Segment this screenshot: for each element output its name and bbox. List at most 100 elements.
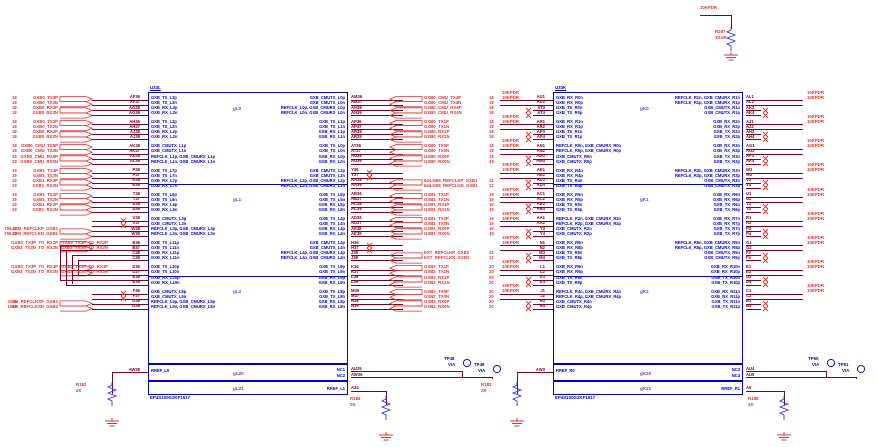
device-body-U33K[interactable] bbox=[553, 92, 743, 364]
net-label-GXB1_TX1N: GXB1_TX1N bbox=[424, 196, 450, 202]
refdes-gK0: gK0 bbox=[640, 106, 649, 111]
pin-label-REFCLK_R0n, GXB_CMURX_R0n: REFCLK_R0n, GXB_CMURX_R0n bbox=[556, 143, 622, 149]
pin-number-AB37: AB37 bbox=[351, 196, 362, 202]
pin-number-AD4: AD4 bbox=[536, 182, 545, 188]
pin-number-AU35: AU35 bbox=[351, 365, 362, 371]
net-wire bbox=[761, 100, 803, 101]
device-body-gL21[interactable] bbox=[148, 381, 348, 395]
device-body-gK20[interactable] bbox=[553, 364, 743, 381]
resistor-ref-R182: R182 bbox=[76, 382, 87, 387]
no-connect-x-icon bbox=[762, 107, 769, 113]
pin-label-GXB_TX_L8p: GXB_TX_L8p bbox=[319, 288, 345, 294]
pin-number-underline bbox=[746, 100, 761, 101]
pin-label-GXB_RX_R6n: GXB_RX_R6n bbox=[713, 191, 740, 197]
pin-number-D4: D4 bbox=[746, 278, 752, 284]
pin-number-underline bbox=[128, 153, 148, 155]
pin-number-underline bbox=[746, 187, 761, 189]
net-wire bbox=[761, 221, 803, 222]
loopback-wire bbox=[72, 255, 73, 270]
device-body-gL20[interactable] bbox=[148, 364, 348, 381]
refdes-gL1: gL1 bbox=[233, 197, 242, 202]
pin-number-AB36: AB36 bbox=[351, 191, 362, 197]
pin-label-GXB_RX_L3n: GXB_RX_L3n bbox=[151, 110, 178, 116]
pin-number-underline bbox=[128, 298, 148, 300]
pin-number-V4: V4 bbox=[746, 182, 752, 188]
ground-symbol-left-1 bbox=[105, 418, 119, 427]
net-label-10KPDR: 10KPDR bbox=[807, 138, 824, 144]
net-label-GXB0_CMU_RX5N: GXB0_CMU_RX5N bbox=[20, 158, 58, 164]
pin-label-GXB_TX_L2p: GXB_TX_L2p bbox=[151, 119, 177, 125]
loopback-wire bbox=[66, 250, 67, 285]
net-wire bbox=[369, 105, 403, 106]
pin-label-GXB_RX_R10p: GXB_RX_R10p bbox=[710, 269, 740, 275]
net-wire bbox=[369, 148, 403, 150]
pin-label-GXB_CMUTX_L4p: GXB_CMUTX_L4p bbox=[309, 240, 345, 246]
net-label-10KPDR: 10KPDR bbox=[807, 210, 824, 216]
pin-number-underline bbox=[746, 177, 761, 179]
net-wire bbox=[517, 372, 533, 373]
pin-label-GXB_RX_R0p: GXB_RX_R0p bbox=[556, 100, 583, 106]
pin-number-underline bbox=[128, 100, 148, 101]
page-ref-19: 19 bbox=[489, 196, 494, 202]
loopback-wire bbox=[78, 260, 79, 275]
device-divider bbox=[148, 275, 348, 277]
pin-number-Y36: Y36 bbox=[351, 167, 359, 172]
page-ref-18: 18 bbox=[12, 119, 17, 125]
pin-number-underline bbox=[128, 293, 148, 295]
pin-label-GXB_RX_R3n: GXB_RX_R3n bbox=[713, 143, 740, 149]
pin-number-underline bbox=[128, 236, 148, 238]
pin-number-B36: B36 bbox=[132, 239, 140, 245]
no-connect-x-icon bbox=[762, 155, 769, 162]
pin-number-underline bbox=[351, 153, 369, 155]
testpoint-symbol-TP49 bbox=[492, 364, 502, 374]
pin-number-underline bbox=[746, 212, 761, 213]
pin-number-AA1: AA1 bbox=[536, 215, 545, 221]
pin-label-REFCLK_L0p, GXB_CMURX_L0p: REFCLK_L0p, GXB_CMURX_L0p bbox=[280, 105, 345, 111]
device-body-U33L[interactable] bbox=[148, 92, 348, 364]
pin-number-AJ39: AJ39 bbox=[129, 133, 140, 139]
page-ref-18: 18 bbox=[489, 95, 494, 100]
pin-label-GXB_TX_R0n: GXB_TX_R0n bbox=[556, 105, 583, 111]
no-connect-x-icon bbox=[762, 136, 769, 143]
pin-number-Y3: Y3 bbox=[539, 225, 545, 231]
pin-number-U1: U1 bbox=[746, 191, 752, 197]
net-label-GXB2_TX1P: GXB2_TX1P bbox=[424, 264, 449, 270]
pin-label-GXB_RX_R9n: GXB_RX_R9n bbox=[556, 264, 583, 270]
pin-number-T4: T4 bbox=[746, 206, 751, 212]
refdes-gK1: gK1 bbox=[640, 197, 649, 202]
testpoint-symbol-TP51 bbox=[856, 364, 866, 374]
refdes-gL2: gL2 bbox=[233, 289, 242, 294]
page-ref-18: 18 bbox=[12, 95, 17, 100]
net-label-GXB2_RX1N: GXB2_RX1N bbox=[424, 279, 450, 285]
page-ref-20: 20 bbox=[489, 274, 494, 280]
net-wire bbox=[369, 129, 403, 131]
net-wire bbox=[761, 274, 803, 276]
page-ref-12: 12 bbox=[12, 226, 17, 232]
page-ref-12: 12 bbox=[12, 303, 17, 309]
net-wire bbox=[369, 100, 403, 101]
pin-number-underline bbox=[746, 124, 761, 126]
pin-number-J1: J1 bbox=[540, 288, 545, 293]
tp-wire bbox=[492, 377, 493, 380]
device-body-gK21[interactable] bbox=[553, 381, 743, 395]
net-label-10KPDR: 10KPDR bbox=[502, 283, 519, 289]
pullup-wire bbox=[731, 15, 732, 29]
net-wire bbox=[92, 177, 128, 179]
page-ref-20: 20 bbox=[489, 293, 494, 299]
pin-number-R38: R38 bbox=[132, 177, 140, 183]
pin-label-GXB_CMUTX_L3p: GXB_CMUTX_L3p bbox=[151, 216, 187, 221]
pin-number-AP37: AP37 bbox=[351, 123, 362, 129]
pin-label-GXB_TX_L5n: GXB_TX_L5n bbox=[319, 196, 345, 202]
pin-label-REFCLK_L3n, GXB_CMURX_L3n: REFCLK_L3n, GXB_CMURX_L3n bbox=[151, 231, 216, 237]
net-label-10KPDR: 10KPDR bbox=[502, 89, 519, 95]
net-label-10KPDR: 10KPDR bbox=[807, 143, 824, 149]
net-label-GXB0_RX3P: GXB0_RX3P bbox=[32, 105, 58, 111]
pin-number-underline bbox=[128, 269, 148, 271]
net-wire bbox=[761, 196, 803, 198]
offpage-connector bbox=[388, 95, 423, 119]
pin-number-N2: N2 bbox=[539, 244, 545, 250]
pin-number-underline bbox=[351, 236, 369, 238]
net-wire bbox=[92, 303, 128, 305]
net-label-10KPDR: 10KPDR bbox=[807, 235, 824, 240]
net-wire bbox=[92, 182, 128, 184]
